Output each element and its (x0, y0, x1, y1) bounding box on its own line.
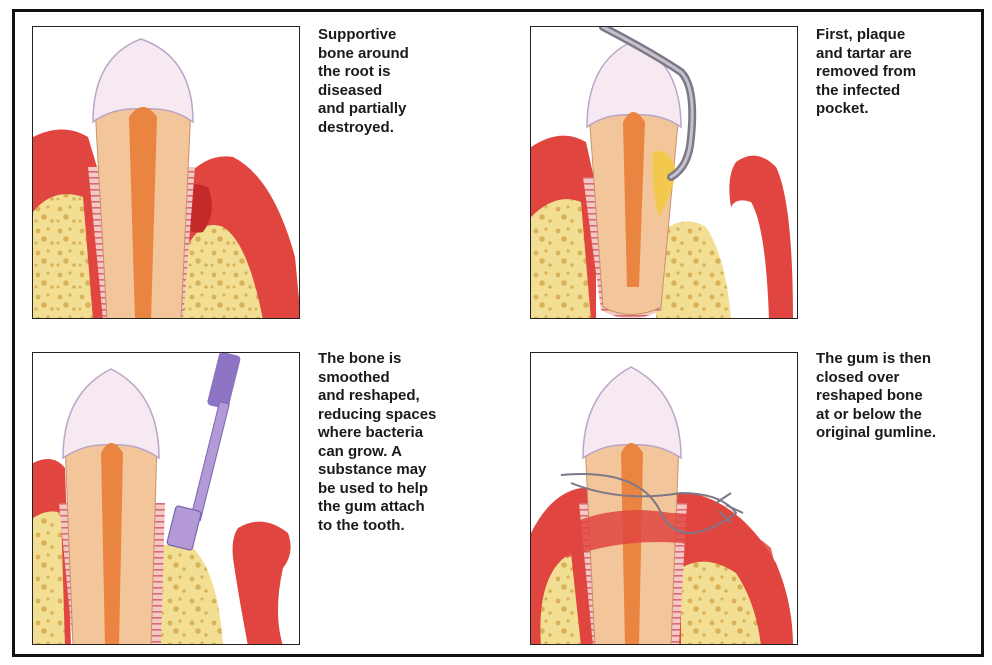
caption-step-2: First, plaque and tartar are removed fro… (816, 26, 976, 119)
gum-closed-illustration (531, 353, 798, 645)
bone-reshaping-illustration (33, 353, 300, 645)
plaque-removal-illustration (531, 27, 798, 319)
panel-bone-reshaping (32, 352, 300, 645)
bone-file-instrument (167, 353, 242, 551)
gum-flap (729, 156, 793, 319)
jaw-bone (33, 194, 93, 319)
caption-step-1: Supportive bone around the root is disea… (318, 26, 518, 137)
caption-step-3: The bone is smoothed and reshaped, reduc… (318, 350, 518, 535)
jaw-bone (531, 199, 591, 319)
jaw-bone (33, 511, 65, 645)
panel-diseased-bone (32, 26, 300, 319)
panel-plaque-removal (530, 26, 798, 319)
caption-step-4: The gum is then closed over reshaped bon… (816, 350, 976, 443)
gum-flap (233, 522, 291, 645)
diseased-bone-illustration (33, 27, 300, 319)
panel-gum-closed (530, 352, 798, 645)
